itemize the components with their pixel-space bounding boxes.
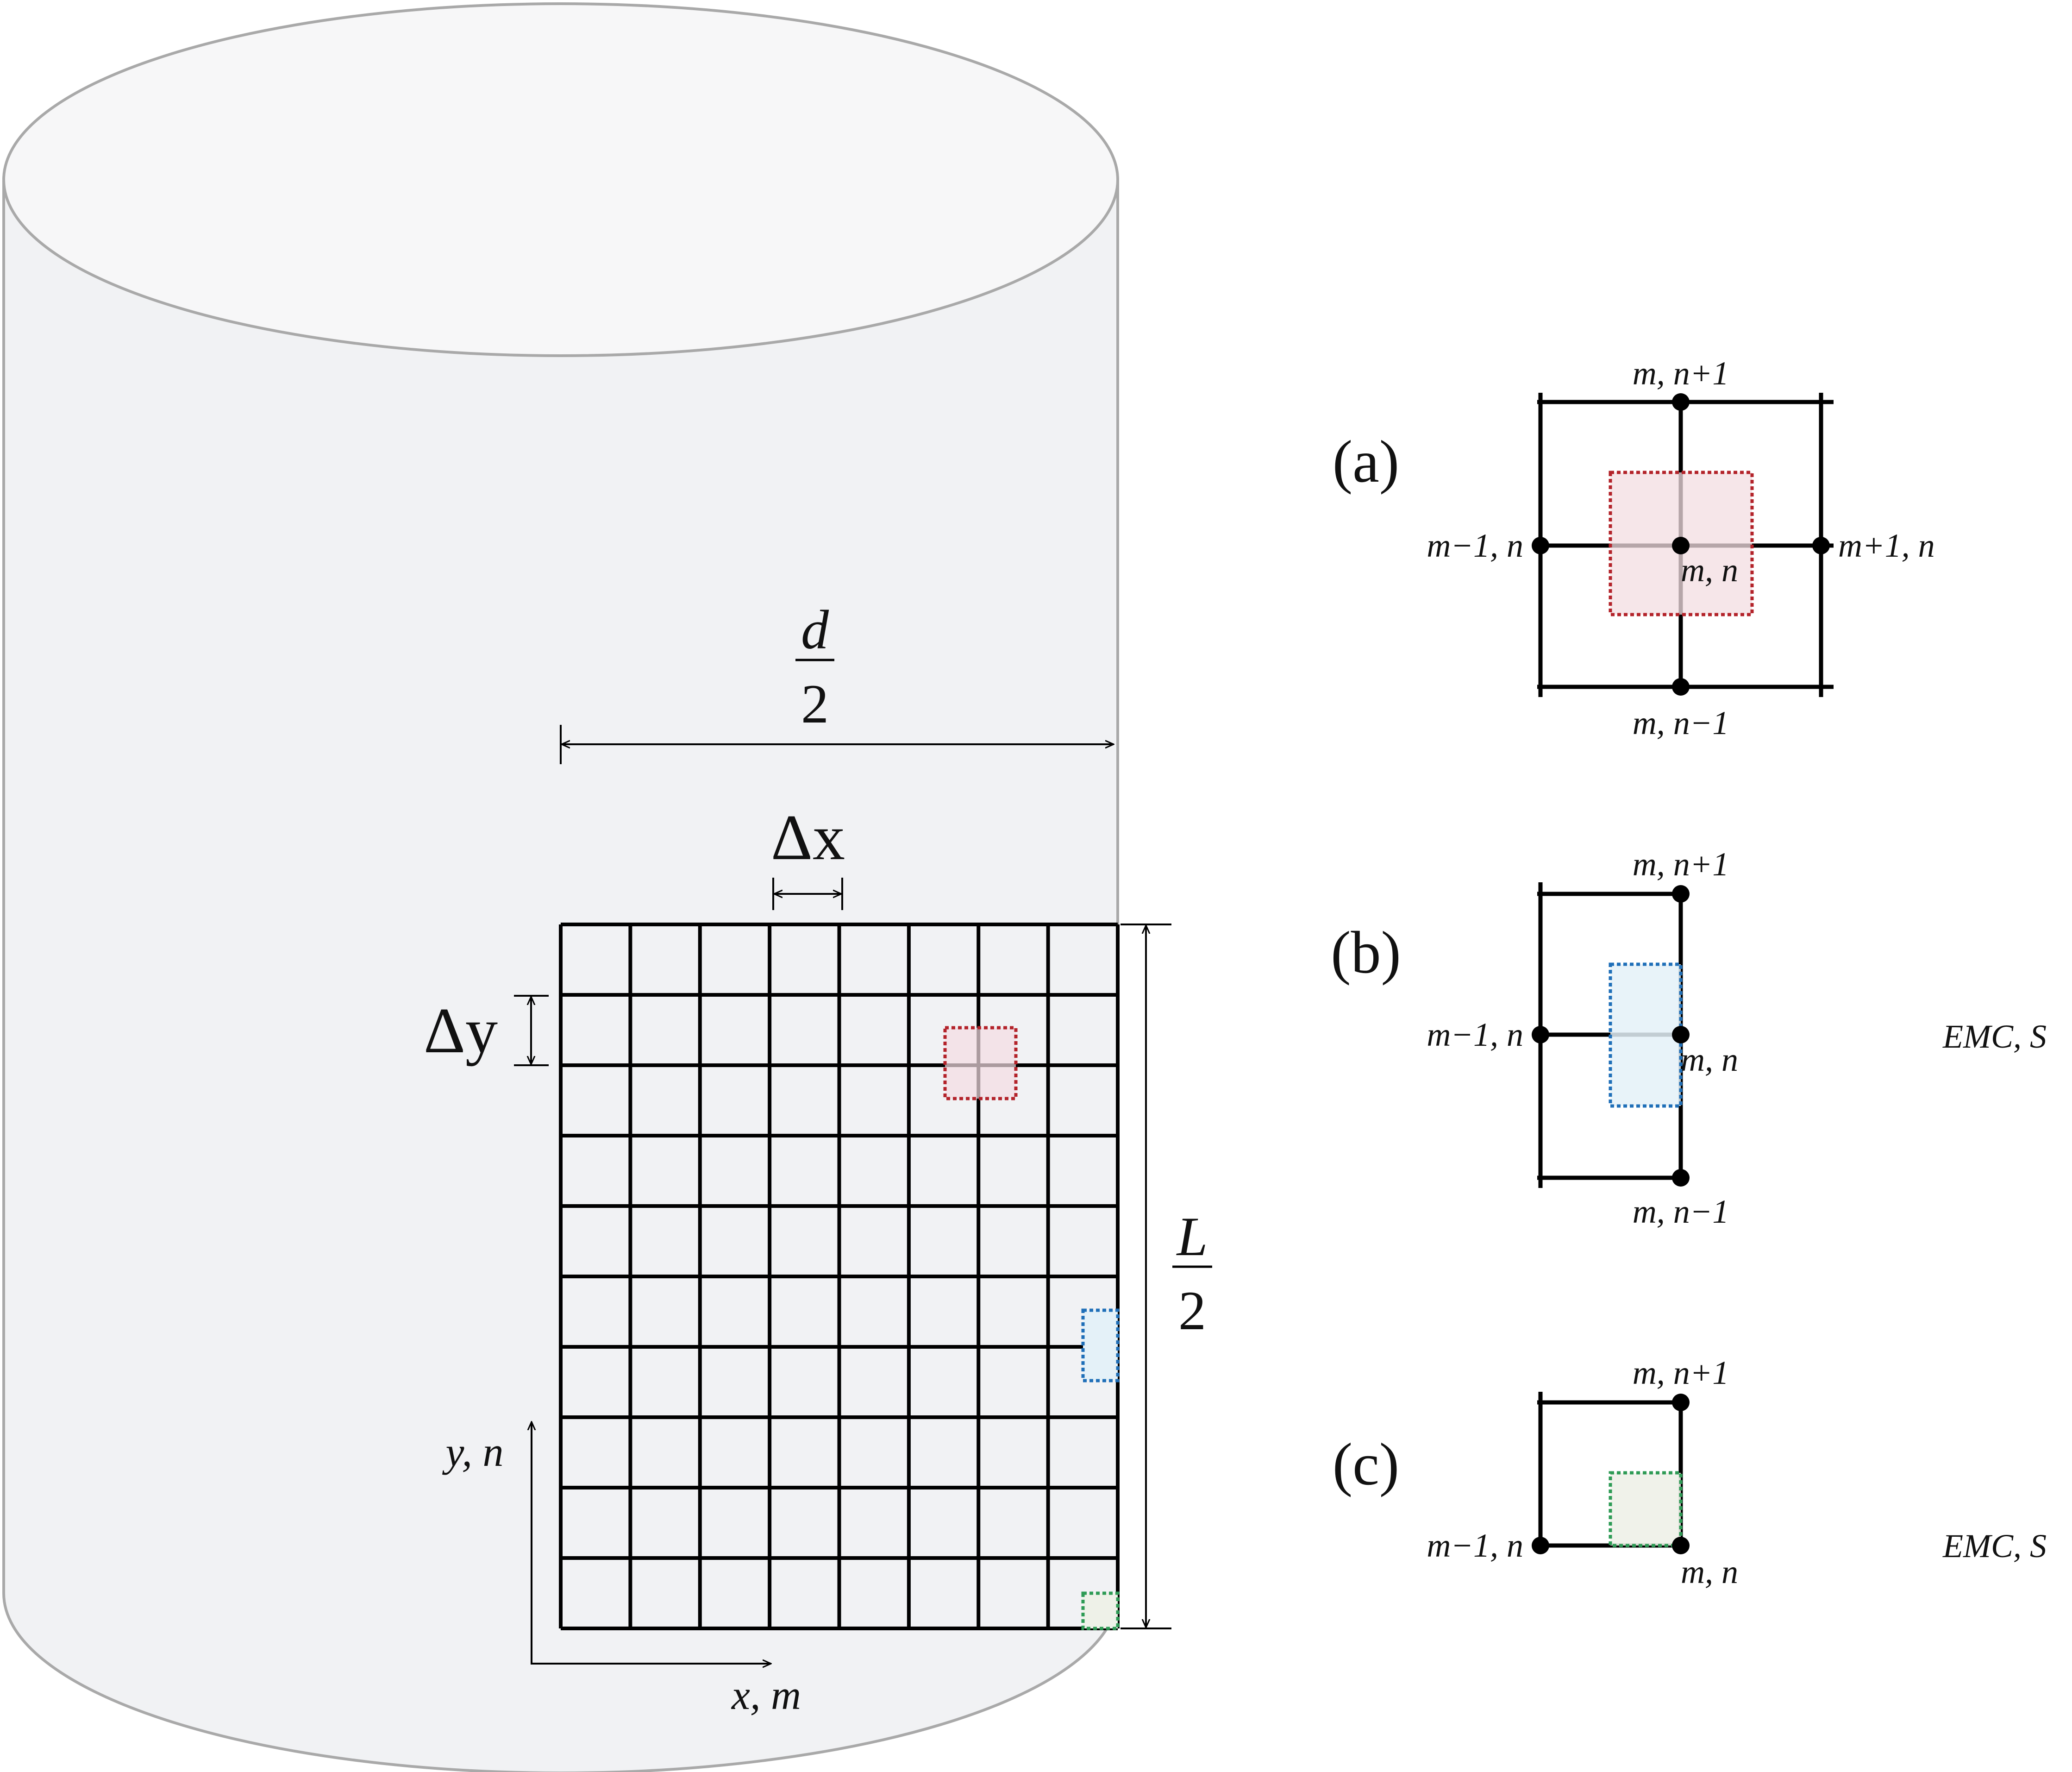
panel-a-bottom-label: m, n−1: [1633, 704, 1729, 741]
panel-c-tag: (c): [1333, 1431, 1399, 1498]
panel-a-top-label: m, n+1: [1633, 355, 1729, 392]
node-top: [1672, 393, 1690, 411]
node-top: [1672, 885, 1690, 903]
interior-cell-highlight: [943, 1026, 1018, 1100]
d-denominator-label: 2: [801, 673, 829, 735]
panel-c-center-label: m, n: [1681, 1553, 1738, 1590]
corner-cell-highlight: [1081, 1591, 1120, 1630]
node-bottom: [1672, 1169, 1690, 1187]
boundary-cell-highlight: [1081, 1308, 1120, 1382]
panel-b-center-label: m, n: [1681, 1041, 1738, 1078]
l-half-dimension: L 2: [1121, 924, 1212, 1629]
node-left: [1532, 537, 1549, 554]
panel-b-tag: (b): [1331, 919, 1401, 986]
l-numerator-label: L: [1176, 1206, 1208, 1267]
panel-b-boundary-node: (b) m, n+1 m, n−1 m−1, n m, n EMC, S: [1331, 846, 2047, 1230]
panel-c-corner-node: (c) m, n+1 m−1, n m, n EMC, S: [1333, 1354, 2047, 1590]
dx-label: Δx: [771, 802, 845, 873]
node-bottom: [1672, 678, 1690, 696]
dx-dimension: Δx: [771, 802, 845, 910]
panel-a-tag: (a): [1333, 428, 1399, 495]
l-denominator-label: 2: [1178, 1280, 1206, 1341]
node-left: [1532, 1537, 1549, 1554]
panel-c-top-label: m, n+1: [1633, 1354, 1729, 1391]
node-left: [1532, 1026, 1549, 1043]
dy-label: Δy: [424, 995, 498, 1067]
panel-b-bottom-label: m, n−1: [1633, 1193, 1729, 1230]
panel-b-top-label: m, n+1: [1633, 846, 1729, 883]
node-right: [1812, 537, 1830, 554]
panel-b-side-label: EMC, S: [1942, 1018, 2047, 1055]
panel-a-center-label: m, n: [1681, 552, 1738, 589]
cylinder-top: [2, 2, 1119, 357]
node-center: [1672, 537, 1690, 554]
y-axis-label: y, n: [442, 1429, 504, 1475]
d-numerator-label: d: [801, 599, 829, 660]
panel-a-left-label: m−1, n: [1427, 527, 1523, 564]
panel-c-left-label: m−1, n: [1427, 1527, 1523, 1564]
node-top: [1672, 1394, 1690, 1411]
coordinate-axes: y, n x, m: [442, 1422, 801, 1718]
dy-dimension: Δy: [424, 995, 549, 1067]
panel-a-right-label: m+1, n: [1838, 527, 1935, 564]
panel-b-control-volume: [1609, 962, 1683, 1108]
node-center: [1672, 1537, 1690, 1554]
d-half-dimension: d 2: [560, 599, 1114, 764]
x-axis-label: x, m: [731, 1672, 801, 1718]
node-center: [1672, 1026, 1690, 1043]
panel-c-control-volume: [1609, 1471, 1683, 1547]
panel-b-left-label: m−1, n: [1427, 1016, 1523, 1053]
panel-c-side-label: EMC, S: [1942, 1527, 2047, 1565]
panel-a-interior-node: (a) m, n+1 m, n−1 m−1, n m+1, n m, n: [1333, 355, 1935, 741]
mesh-grid: [559, 923, 1120, 1630]
